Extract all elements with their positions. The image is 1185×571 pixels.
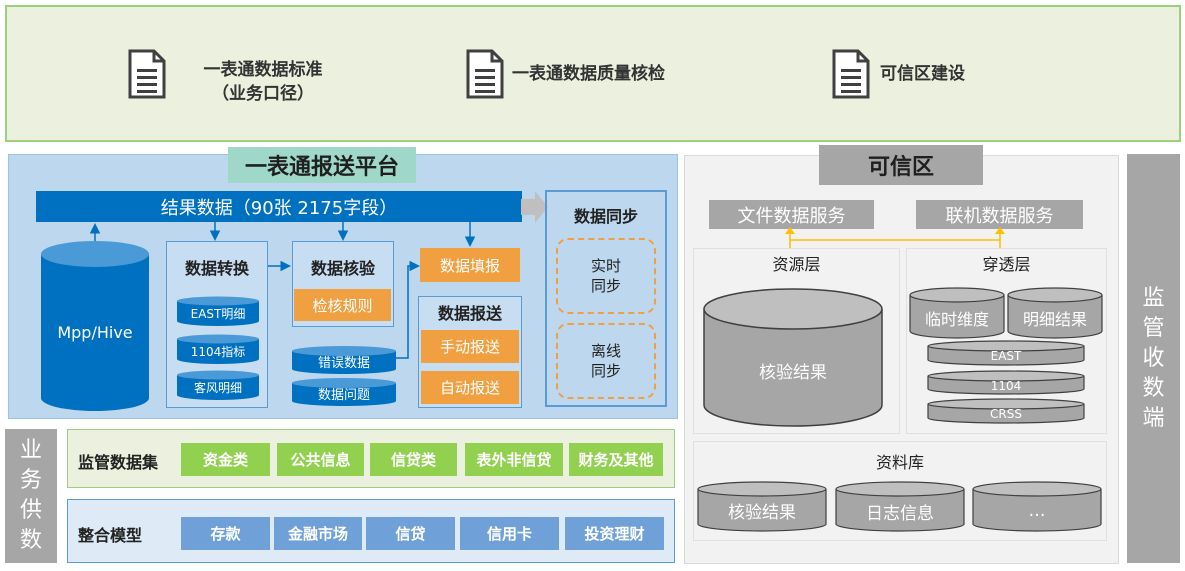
document-icon: [128, 49, 166, 99]
side-char: 供: [19, 498, 42, 523]
realtime-sync-line: 实时: [590, 257, 621, 275]
integration-model-label: 整合模型: [78, 526, 143, 545]
library-item: 核验结果: [728, 502, 796, 523]
offline-sync-line: 同步: [590, 362, 621, 380]
resource-layer-title: 资源层: [772, 255, 821, 274]
trusted-build-label: 可信区建设: [880, 64, 965, 84]
business-supply-side: 业 务 供 数: [5, 429, 57, 563]
library-item: 日志信息: [866, 503, 934, 524]
platform-title: 一表通报送平台: [228, 147, 416, 183]
mpp-hive-database: [41, 241, 149, 411]
dataset-chip: 公共信息: [277, 443, 364, 476]
side-char: 端: [1142, 405, 1165, 431]
dataset-chip: 财务及其他: [569, 443, 663, 476]
standards-banner: [5, 5, 1181, 142]
penetration-layer-title: 穿透层: [982, 255, 1031, 274]
convert-item: 1104指标: [190, 344, 246, 359]
side-char: 数: [1142, 375, 1165, 401]
side-char: 收: [1142, 345, 1165, 371]
realtime-sync-box: 实时 同步: [556, 238, 656, 314]
data-issue-label: 数据问题: [317, 387, 370, 403]
trusted-zone-title: 可信区: [819, 145, 983, 185]
platform-connectors: [89, 222, 476, 359]
auto-submit-box: 自动报送: [421, 371, 519, 404]
standard-label: 一表通数据标准 （业务口径）: [193, 58, 333, 106]
standard-subtitle: （业务口径）: [212, 84, 314, 104]
model-chip: 信用卡: [460, 517, 559, 550]
verify-result-label: 核验结果: [759, 362, 827, 383]
manual-submit-box: 手动报送: [421, 330, 519, 363]
crss-layer-label: CRSS: [990, 407, 1022, 421]
model-chip: 金融市场: [274, 517, 362, 550]
standard-title: 一表通数据标准: [203, 60, 323, 80]
temp-dimension-label: 临时维度: [924, 310, 989, 329]
data-submit-title: 数据报送: [437, 304, 502, 323]
regulatory-dataset-label: 监管数据集: [78, 453, 159, 472]
regulator-receive-side: 监 管 收 数 端: [1127, 154, 1180, 563]
dataset-chip: 信贷类: [370, 443, 457, 476]
verify-result-database: [703, 288, 883, 427]
convert-item: 客风明细: [193, 380, 242, 395]
model-chip: 信贷: [366, 517, 455, 550]
library-cylinders: [697, 481, 1102, 532]
data-check-title: 数据核验: [310, 259, 375, 278]
convert-cylinders: [177, 296, 259, 400]
dataset-chip: 资金类: [181, 443, 270, 476]
model-chip: 存款: [181, 517, 270, 550]
offline-sync-line: 离线: [590, 342, 621, 360]
east-layer-label: EAST: [990, 349, 1022, 363]
convert-item: EAST明细: [190, 306, 246, 321]
service-arrows: [785, 227, 1005, 248]
quality-check-label: 一表通数据质量核检: [512, 64, 665, 84]
result-data-bar: 结果数据（90张 2175字段）: [36, 191, 522, 222]
arrow-right-icon: [521, 191, 548, 223]
model-chip: 投资理财: [565, 517, 664, 550]
penetration-cylinders: [909, 287, 1103, 424]
side-char: 监: [1142, 285, 1165, 311]
offline-sync-box: 离线 同步: [556, 323, 656, 399]
library-item: …: [1028, 501, 1046, 521]
side-char: 务: [19, 468, 42, 493]
document-icon: [832, 49, 870, 99]
check-rule-box: 检核规则: [294, 289, 391, 321]
document-icon: [466, 49, 504, 99]
side-char: 业: [19, 438, 42, 463]
realtime-sync-line: 同步: [590, 277, 621, 295]
mpp-hive-label: Mpp/Hive: [57, 322, 133, 342]
data-sync-box: [545, 190, 667, 407]
data-convert-title: 数据转换: [184, 259, 249, 278]
dataset-chip: 表外非信贷: [465, 443, 563, 476]
data-fill-box: 数据填报: [420, 248, 520, 282]
error-data-label: 错误数据: [317, 355, 370, 371]
error-cylinders: [292, 346, 396, 406]
library-title: 资料库: [875, 453, 924, 472]
data-sync-title: 数据同步: [573, 207, 638, 226]
online-data-service: 联机数据服务: [916, 200, 1083, 229]
detail-result-label: 明细结果: [1022, 310, 1087, 329]
side-char: 数: [19, 528, 42, 553]
1104-layer-label: 1104: [990, 379, 1022, 393]
side-char: 管: [1142, 315, 1165, 341]
file-data-service: 文件数据服务: [709, 200, 874, 229]
